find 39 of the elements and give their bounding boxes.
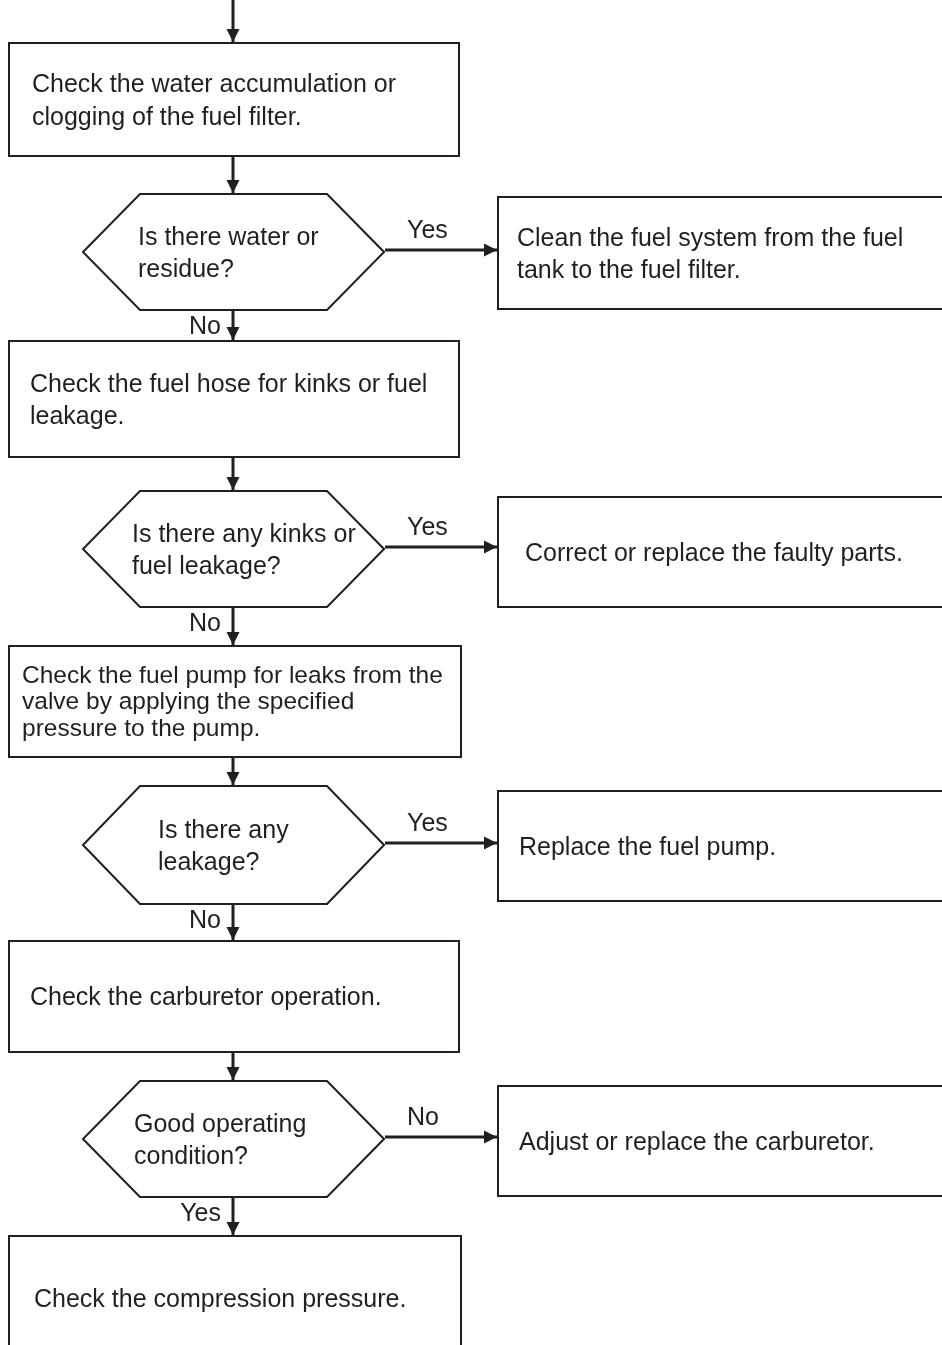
node-text: Is there any kinks or fuel leakage? — [132, 517, 357, 581]
node-text: Check the water accumulation or clogging of the fuel filter. — [32, 68, 398, 132]
arrow — [226, 758, 240, 785]
node-text: Check the compression pressure. — [34, 1283, 407, 1315]
process-box — [8, 1235, 462, 1345]
process-box — [497, 196, 942, 310]
arrow — [385, 836, 497, 850]
node-text: Correct or replace the faulty parts. — [525, 536, 903, 568]
arrow — [385, 540, 497, 554]
arrow — [226, 1053, 240, 1080]
arrow — [226, 157, 240, 193]
node-text: Replace the fuel pump. — [519, 830, 777, 862]
node-text: Is there any leakage? — [158, 813, 290, 877]
process-box — [8, 42, 460, 157]
process-box — [497, 1085, 942, 1197]
arrow — [226, 311, 240, 340]
arrow — [385, 243, 497, 257]
process-box — [497, 790, 942, 902]
process-box — [8, 940, 460, 1053]
node-text: Is there water or residue? — [138, 220, 320, 284]
node-text: Check the carburetor operation. — [30, 981, 382, 1013]
decision-shape — [82, 785, 385, 905]
arrow — [226, 0, 240, 42]
process-box — [497, 496, 942, 608]
decision-shape — [82, 193, 385, 311]
process-box — [8, 645, 462, 758]
arrow — [226, 1198, 240, 1235]
node-text: Check the fuel hose for kinks or fuel leakage. — [30, 367, 429, 431]
arrow — [226, 458, 240, 490]
node-text: Check the fuel pump for leaks from the valve by applying the specified pressure to the pump. — [22, 661, 444, 742]
decision-shape — [82, 1080, 385, 1198]
node-text: Good operating condition? — [134, 1107, 308, 1171]
process-box — [8, 340, 460, 458]
arrow — [226, 608, 240, 645]
arrow — [226, 905, 240, 940]
node-text: Adjust or replace the carburetor. — [519, 1125, 875, 1157]
arrow — [385, 1130, 497, 1144]
node-text: Clean the fuel system from the fuel tank to the fuel filter. — [517, 221, 905, 285]
decision-shape — [82, 490, 385, 608]
